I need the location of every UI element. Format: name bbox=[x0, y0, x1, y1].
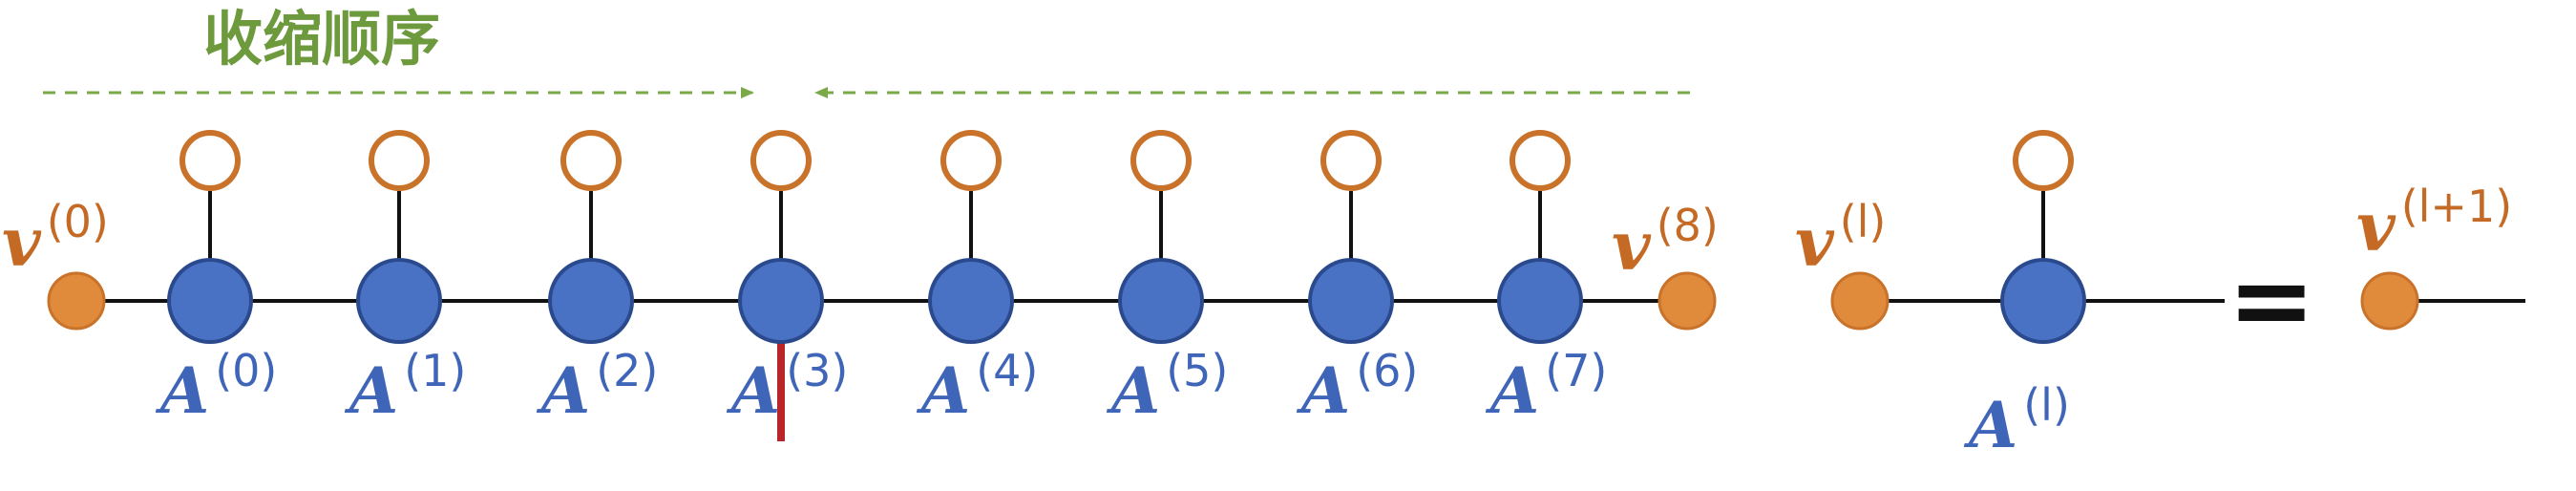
tensor-node bbox=[1308, 258, 1394, 344]
recursion-equation: v(l)A(l)=v(l+1) bbox=[1795, 130, 2525, 462]
open-physical-index bbox=[940, 130, 1002, 191]
tensor-label: A(6) bbox=[1296, 345, 1418, 428]
equation-open-index bbox=[2013, 130, 2074, 191]
tensor-label-base: A bbox=[536, 353, 590, 428]
tensor-label: A(4) bbox=[916, 345, 1038, 428]
tensor-label-base: A bbox=[726, 353, 780, 428]
tensor-label-sup: (2) bbox=[596, 345, 658, 396]
open-physical-index bbox=[1320, 130, 1382, 191]
right-vector-label: v(8) bbox=[1612, 200, 1719, 286]
tensor-node bbox=[167, 258, 253, 344]
tensor-label: A(5) bbox=[1106, 345, 1228, 428]
tensor-label-sup: (0) bbox=[215, 345, 277, 396]
tensor-label-base: A bbox=[916, 353, 970, 428]
tensor-label-sup: (1) bbox=[404, 345, 466, 396]
right-boundary-vector bbox=[1658, 271, 1717, 331]
left-vector-label-sup: (0) bbox=[47, 196, 109, 247]
open-physical-index bbox=[179, 130, 241, 191]
tensor-label-base: A bbox=[1485, 353, 1539, 428]
tensor-label: A(0) bbox=[155, 345, 277, 428]
left-boundary-vector bbox=[47, 271, 106, 331]
tensor-label: A(1) bbox=[344, 345, 466, 428]
tensor-node bbox=[548, 258, 634, 344]
lhs-tensor-label: A(l) bbox=[1963, 379, 2070, 462]
equals-sign: = bbox=[2228, 239, 2315, 361]
lhs-tensor-label-base: A bbox=[1963, 388, 2017, 462]
tensor-label-base: A bbox=[1106, 353, 1160, 428]
tensor-node bbox=[928, 258, 1014, 344]
tensor-label-sup: (4) bbox=[976, 345, 1038, 396]
rhs-vector-label-base: v bbox=[2356, 187, 2397, 267]
rhs-vector-label: v(l+1) bbox=[2356, 181, 2512, 267]
right-vector-label-sup: (8) bbox=[1657, 200, 1719, 251]
tensor-label: A(3) bbox=[726, 345, 848, 428]
lhs-vector-label: v(l) bbox=[1795, 196, 1886, 282]
mps-chain: A(0)A(1)A(2)A(3)A(4)A(5)A(6)A(7)v(0)v(8) bbox=[2, 130, 1719, 441]
lhs-vector-label-sup: (l) bbox=[1840, 196, 1887, 247]
tensor-node bbox=[738, 258, 824, 344]
lhs-vector-label-base: v bbox=[1795, 203, 1835, 282]
left-vector-label: v(0) bbox=[2, 196, 109, 282]
rhs-vector-label-sup: (l+1) bbox=[2401, 181, 2512, 232]
left-vector-label-base: v bbox=[2, 203, 42, 282]
tensor-label-sup: (3) bbox=[786, 345, 848, 396]
tensor-label-sup: (6) bbox=[1356, 345, 1418, 396]
open-physical-index bbox=[1510, 130, 1571, 191]
right-vector-label-base: v bbox=[1612, 206, 1652, 286]
tensor-label-sup: (7) bbox=[1545, 345, 1607, 396]
tensor-label-sup: (5) bbox=[1166, 345, 1228, 396]
tensor-label: A(2) bbox=[536, 345, 658, 428]
contraction-order-title: 收缩顺序 bbox=[203, 4, 440, 74]
open-physical-index bbox=[750, 130, 812, 191]
tensor-label-base: A bbox=[344, 353, 398, 428]
tensor-label: A(7) bbox=[1485, 345, 1607, 428]
open-physical-index bbox=[1130, 130, 1192, 191]
equation-rhs-vector bbox=[2360, 271, 2419, 331]
tensor-label-base: A bbox=[155, 353, 209, 428]
equation-lhs-vector bbox=[1830, 271, 1890, 331]
tensor-label-base: A bbox=[1296, 353, 1350, 428]
lhs-tensor-label-sup: (l) bbox=[2023, 379, 2070, 431]
tensor-node bbox=[356, 258, 442, 344]
equation-tensor-node bbox=[2000, 258, 2086, 344]
open-physical-index bbox=[560, 130, 622, 191]
tensor-node bbox=[1497, 258, 1583, 344]
open-physical-index bbox=[369, 130, 430, 191]
tensor-node bbox=[1118, 258, 1204, 344]
